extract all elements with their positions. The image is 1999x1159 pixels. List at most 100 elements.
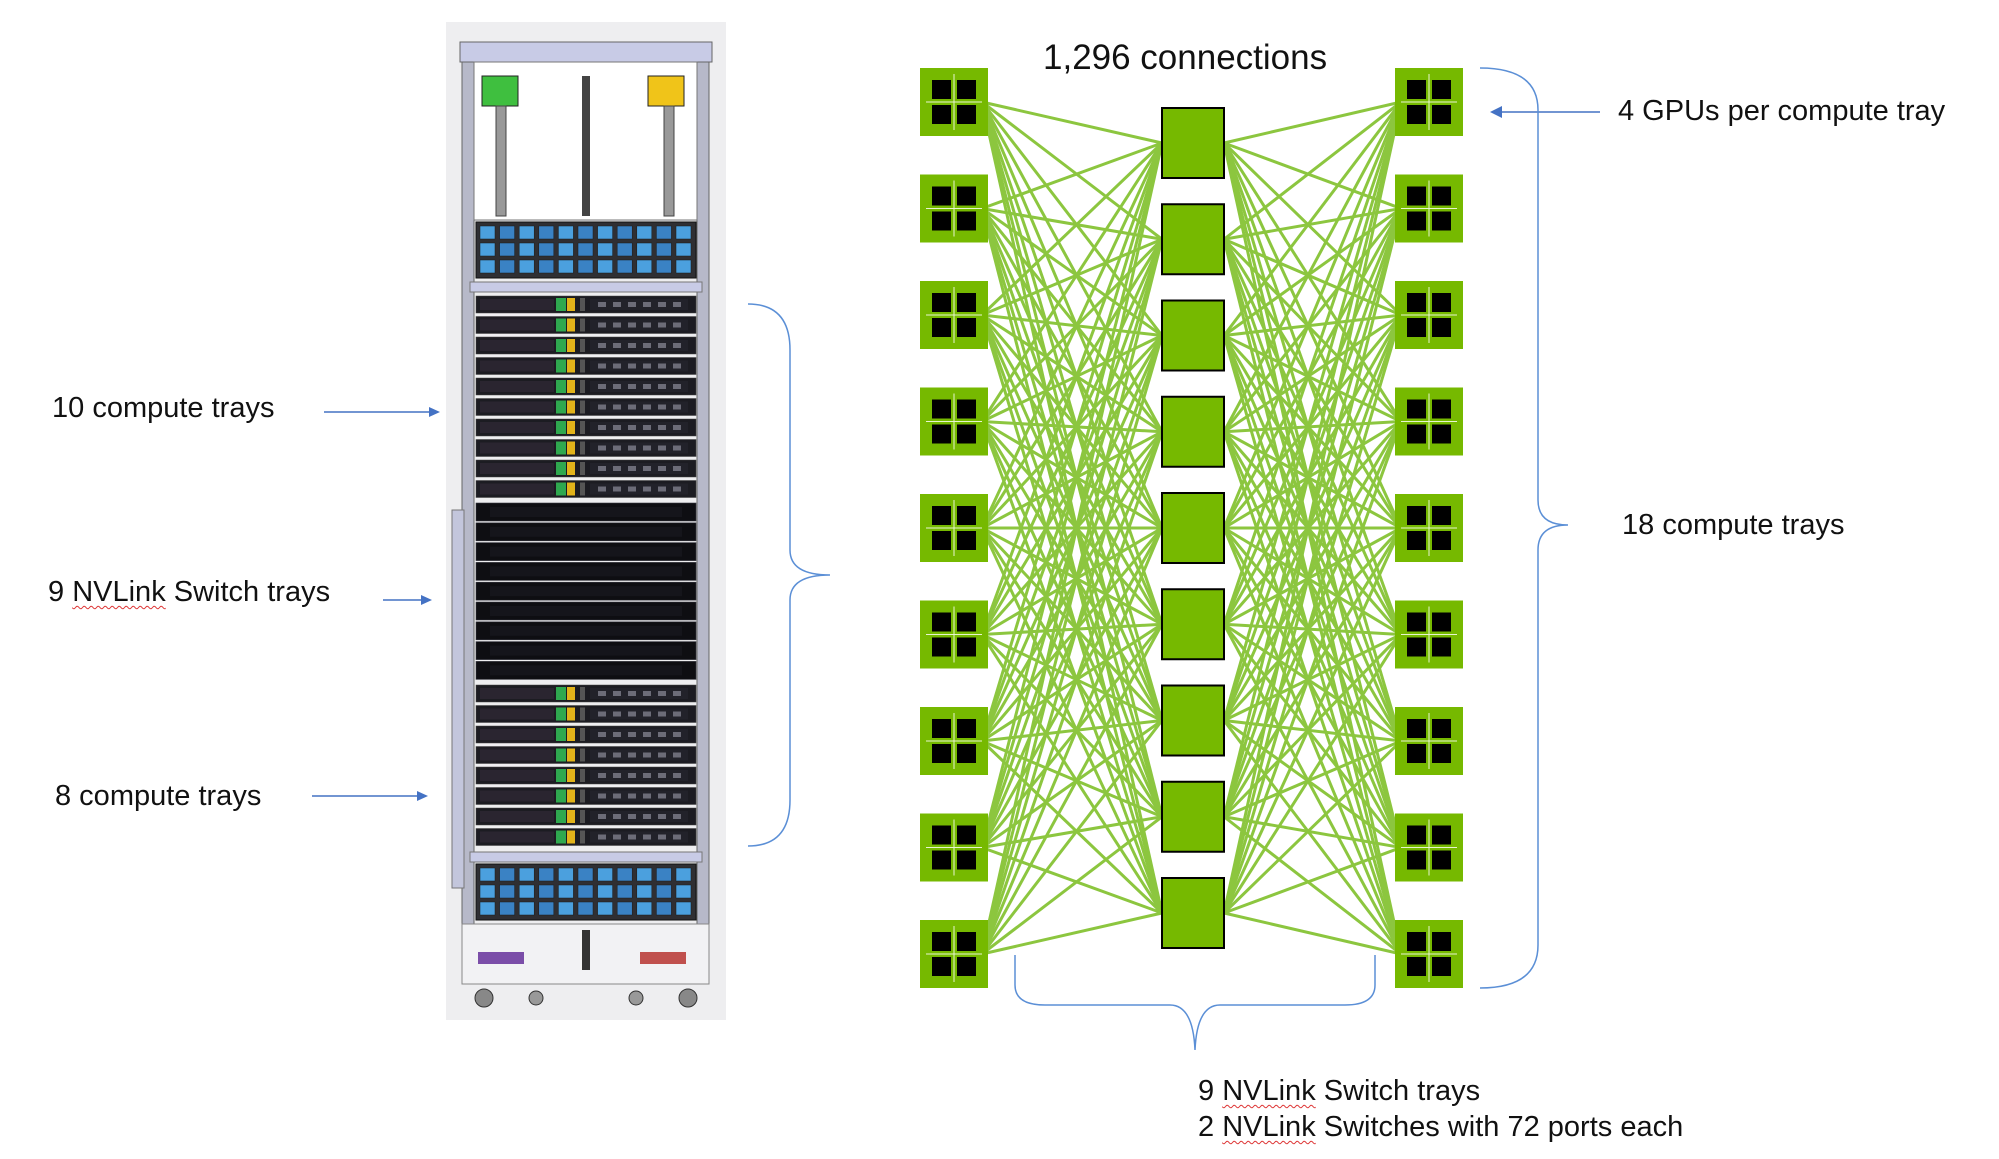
link-right-3-1 xyxy=(1222,141,1403,317)
link-left-6-7 xyxy=(981,633,1163,722)
rack-compute-tray-top-10 xyxy=(475,480,697,498)
gpu xyxy=(1432,211,1451,231)
switch-tray-1 xyxy=(1161,107,1225,179)
coolant-connector-green xyxy=(481,75,519,107)
link-right-5-9 xyxy=(1222,527,1403,914)
rack-switch-tray-7 xyxy=(475,621,697,641)
gpu xyxy=(932,186,951,206)
manifold-pipe-left xyxy=(495,105,507,217)
gpu xyxy=(957,211,976,231)
rack-compute-tray-top-6 xyxy=(475,398,697,416)
link-right-2-3 xyxy=(1223,207,1402,337)
link-left-6-5 xyxy=(981,526,1163,636)
gpu xyxy=(1432,105,1451,124)
link-left-6-3 xyxy=(980,334,1164,636)
link-right-1-5 xyxy=(1222,101,1403,529)
compute-tray-right-7 xyxy=(1395,707,1463,775)
link-right-6-8 xyxy=(1222,633,1403,818)
link-right-4-4 xyxy=(1223,420,1402,434)
gpu xyxy=(1432,744,1451,763)
link-left-9-6 xyxy=(980,623,1164,955)
link-left-9-8 xyxy=(981,815,1163,956)
gpu xyxy=(1407,744,1426,763)
gpu xyxy=(932,932,951,951)
link-left-5-1 xyxy=(980,142,1164,529)
link-right-1-8 xyxy=(1222,101,1403,818)
compute-trays-18-label: 18 compute trays xyxy=(1622,509,1845,541)
link-right-4-8 xyxy=(1222,420,1403,818)
link-left-3-1 xyxy=(980,141,1164,317)
link-left-3-8 xyxy=(980,314,1164,818)
link-left-8-7 xyxy=(981,719,1163,849)
gpu xyxy=(957,531,976,550)
link-left-3-9 xyxy=(980,314,1164,914)
gpu xyxy=(932,825,951,845)
link-right-2-1 xyxy=(1223,141,1402,210)
link-right-4-2 xyxy=(1222,238,1403,423)
caption2-count: 2 xyxy=(1198,1111,1215,1143)
switch-tray-9 xyxy=(1161,877,1225,949)
gpu xyxy=(1407,399,1426,419)
gpu xyxy=(932,80,951,99)
compute-tray-left-4 xyxy=(920,387,988,456)
link-right-9-4 xyxy=(1222,431,1403,955)
link-left-7-5 xyxy=(980,527,1164,742)
link-left-2-1 xyxy=(981,141,1163,210)
compute-tray-right-5 xyxy=(1395,494,1463,562)
link-left-4-8 xyxy=(980,420,1164,818)
link-right-2-8 xyxy=(1222,208,1403,818)
rack-compute-tray-top-2 xyxy=(475,316,697,334)
compute-tray-left-7 xyxy=(920,707,988,775)
link-left-8-5 xyxy=(980,527,1164,849)
gpu xyxy=(957,506,976,525)
gpu xyxy=(932,399,951,419)
gpu xyxy=(1432,850,1451,870)
gpu xyxy=(1407,318,1426,337)
link-left-8-8 xyxy=(981,815,1163,849)
link-left-5-9 xyxy=(980,527,1164,914)
switch-tray-4 xyxy=(1161,395,1225,468)
link-left-9-2 xyxy=(980,238,1164,955)
link-right-9-1 xyxy=(1222,142,1403,955)
switch-tray-2 xyxy=(1161,203,1225,276)
switch-tray-8 xyxy=(1161,780,1225,853)
link-left-4-6 xyxy=(980,420,1164,626)
link-left-9-4 xyxy=(980,431,1164,955)
rack-compute-tray-bottom-3 xyxy=(475,725,697,744)
link-left-4-4 xyxy=(981,420,1163,434)
link-right-5-8 xyxy=(1222,527,1403,818)
link-left-3-3 xyxy=(981,313,1163,337)
link-left-6-9 xyxy=(980,633,1164,914)
gpu xyxy=(1432,186,1451,206)
link-right-9-6 xyxy=(1222,623,1403,955)
compute-trays xyxy=(920,68,1463,988)
link-right-2-4 xyxy=(1222,207,1403,433)
link-right-8-5 xyxy=(1222,527,1403,849)
link-right-5-7 xyxy=(1222,526,1403,722)
gpu xyxy=(932,293,951,312)
link-right-7-4 xyxy=(1222,431,1403,742)
link-right-2-5 xyxy=(1222,207,1403,529)
link-right-4-1 xyxy=(1222,142,1403,423)
caption-count: 9 xyxy=(1198,1075,1215,1107)
link-left-8-9 xyxy=(981,846,1163,915)
coolant-connector-yellow xyxy=(647,75,685,107)
rack-compute-tray-top-8 xyxy=(475,439,697,457)
link-right-5-3 xyxy=(1222,334,1403,530)
gpu xyxy=(932,744,951,763)
rack-compute-tray-top-1 xyxy=(475,295,697,314)
gpu xyxy=(932,957,951,976)
gpu xyxy=(1432,637,1451,657)
gpu xyxy=(1407,424,1426,444)
link-right-1-4 xyxy=(1222,101,1403,433)
link-right-6-1 xyxy=(1222,142,1403,636)
gpu xyxy=(1432,318,1451,337)
link-right-7-9 xyxy=(1222,739,1403,915)
arrow-8-compute-trays-head xyxy=(417,791,428,801)
gpu xyxy=(1432,424,1451,444)
link-left-6-6 xyxy=(981,622,1163,636)
compute-tray-right-9 xyxy=(1395,920,1463,988)
rack-switch-tray-1 xyxy=(475,502,697,522)
gpu xyxy=(1432,719,1451,738)
link-left-4-2 xyxy=(980,238,1164,423)
